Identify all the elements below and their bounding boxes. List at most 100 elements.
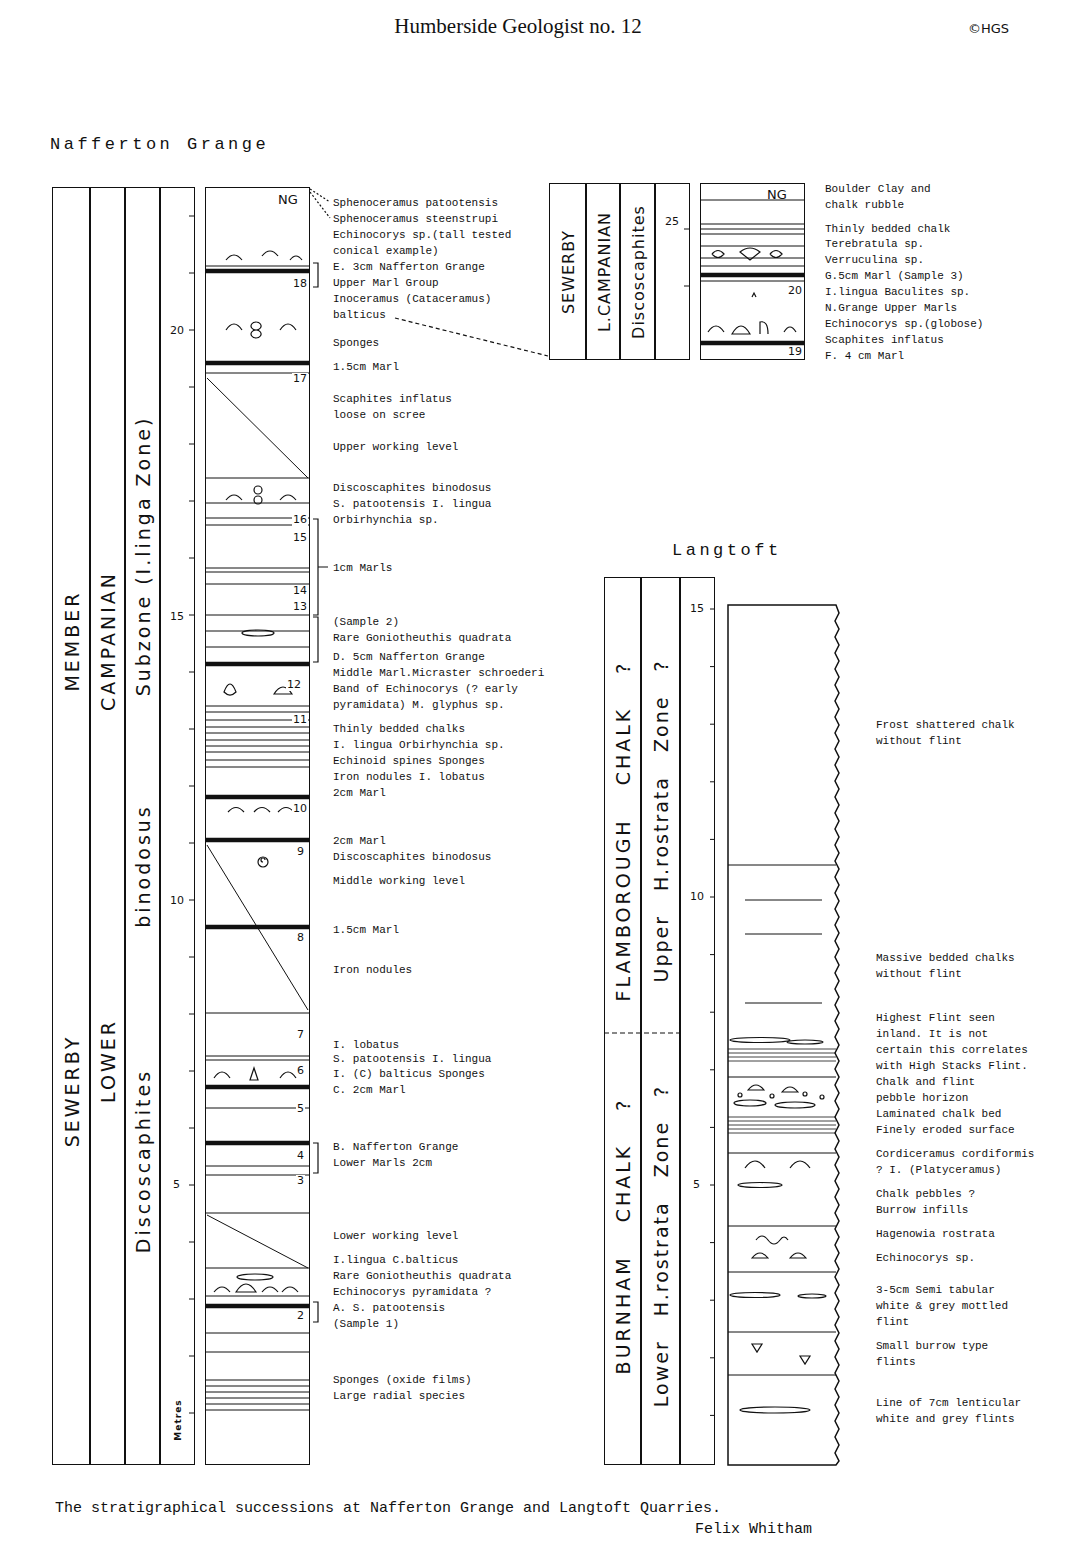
bed-line bbox=[205, 1410, 310, 1411]
bed-number: 13 bbox=[292, 601, 308, 613]
section-stroke bbox=[730, 1038, 790, 1043]
bed-line bbox=[205, 1056, 310, 1057]
bed-number: 5 bbox=[296, 1103, 305, 1115]
bed-line bbox=[205, 1404, 310, 1405]
strat-column: SEWERBY bbox=[549, 183, 586, 360]
bed-line bbox=[205, 266, 310, 267]
bed-number: 15 bbox=[689, 603, 705, 615]
annotation: Iron nodules I. lobatus bbox=[333, 769, 485, 785]
bed-line bbox=[728, 865, 836, 866]
annotation: Echinocorys pyramidata ? bbox=[333, 1284, 491, 1300]
annotation: Laminated chalk bed bbox=[876, 1106, 1001, 1122]
annotation: Thinly bedded chalk bbox=[825, 221, 950, 237]
annotation: I.lingua Baculites sp. bbox=[825, 284, 970, 300]
annotation: G.5cm Marl (Sample 3) bbox=[825, 268, 964, 284]
annotation: Echinoid spines Sponges bbox=[333, 753, 485, 769]
annotation: Small burrow type flints bbox=[876, 1338, 991, 1370]
bed-line bbox=[728, 1049, 836, 1050]
bed-number: 4 bbox=[296, 1150, 305, 1162]
bed-number: 12 bbox=[286, 679, 302, 691]
strat-column: LOWER CAMPANIAN bbox=[90, 187, 125, 1465]
bed-number: 18 bbox=[292, 278, 308, 290]
strat-column: NG18171615141312111098765432 bbox=[205, 187, 310, 1465]
unit-name: BURNHAM CHALK ? bbox=[612, 1098, 634, 1375]
bed-line bbox=[205, 752, 310, 753]
section-stroke bbox=[820, 1095, 824, 1099]
bed-line bbox=[205, 1085, 310, 1090]
annotation: B. Nafferton Grange Lower Marls 2cm bbox=[333, 1139, 461, 1171]
section-stroke bbox=[738, 1093, 742, 1097]
bed-line bbox=[207, 1215, 308, 1268]
section-stroke bbox=[752, 1236, 806, 1258]
bed-line bbox=[205, 706, 310, 707]
section-stroke bbox=[254, 496, 262, 504]
annotation: Highest Flint seen inland. It is not cer… bbox=[876, 1010, 1030, 1074]
annotation: S. patootensis I. lingua bbox=[333, 496, 491, 512]
bed-line bbox=[205, 1386, 310, 1387]
annotation: 3-5cm Semi tabular white & grey mottled … bbox=[876, 1282, 1024, 1330]
section-stroke bbox=[712, 248, 782, 260]
annotation: Inoceramus (Cataceramus) balticus bbox=[333, 291, 494, 323]
section-stroke bbox=[313, 263, 328, 1322]
bed-number: 20 bbox=[169, 325, 185, 337]
annotation: I. (C) balticus Sponges bbox=[333, 1066, 485, 1082]
bed-line bbox=[728, 1121, 836, 1122]
bed-line bbox=[205, 1141, 310, 1146]
bed-line bbox=[728, 1153, 836, 1154]
bed-line bbox=[700, 200, 805, 201]
annotation: Massive bedded chalks without flint bbox=[876, 950, 1017, 982]
annotation: Line of 7cm lenticular white and grey fl… bbox=[876, 1395, 1024, 1427]
bed-line bbox=[205, 1304, 310, 1309]
bed-line bbox=[728, 1226, 836, 1227]
bed-line bbox=[700, 246, 805, 247]
bed-number: 15 bbox=[169, 611, 185, 623]
bed-line bbox=[700, 266, 805, 267]
unit-name: SEWERBY bbox=[559, 230, 578, 314]
bed-line bbox=[205, 662, 310, 667]
bed-number: 14 bbox=[292, 585, 308, 597]
annotation: C. 2cm Marl bbox=[333, 1082, 406, 1098]
annotation: Echinocorys sp.(globose) bbox=[825, 316, 983, 332]
annotation: D. 5cm Nafferton Grange bbox=[333, 649, 485, 665]
bed-line bbox=[205, 838, 310, 843]
bed-number: 5 bbox=[172, 1179, 181, 1191]
bed-line bbox=[205, 503, 310, 504]
annotation: Chalk pebbles ? Burrow infills bbox=[876, 1186, 984, 1218]
bed-line bbox=[745, 1003, 822, 1004]
bed-line bbox=[205, 572, 310, 573]
bed-line bbox=[205, 1175, 310, 1176]
bed-line bbox=[728, 1332, 836, 1333]
strat-column: 25 bbox=[655, 183, 690, 360]
annotation: F. 4 cm Marl bbox=[825, 348, 904, 364]
bed-number: 8 bbox=[296, 932, 305, 944]
bed-line bbox=[205, 1380, 310, 1381]
annotation: Orbirhynchia sp. bbox=[333, 512, 439, 528]
annotation: Chalk and flint pebble horizon bbox=[876, 1074, 978, 1106]
bed-number: 3 bbox=[296, 1175, 305, 1187]
bed-line bbox=[205, 568, 310, 569]
unit-name: Metres bbox=[173, 1399, 183, 1440]
annotation: Sphenoceramus patootensis bbox=[333, 195, 498, 211]
annotation: Scaphites inflatus bbox=[825, 332, 944, 348]
section-stroke bbox=[730, 1293, 780, 1298]
annotation: (Sample 1) bbox=[333, 1316, 399, 1332]
bed-line bbox=[205, 1108, 310, 1109]
annotation: S. patootensis I. lingua bbox=[333, 1051, 491, 1067]
unit-name: CAMPANIAN bbox=[97, 571, 119, 711]
annotation: Boulder Clay and chalk rubble bbox=[825, 181, 933, 213]
annotation: Echinocorys sp. bbox=[876, 1250, 975, 1266]
bed-line bbox=[205, 740, 310, 741]
annotation: Verruculina sp. bbox=[825, 252, 924, 268]
section-stroke bbox=[224, 684, 294, 812]
bed-line bbox=[205, 1166, 310, 1167]
annotation: Frost shattered chalk without flint bbox=[876, 717, 1017, 749]
strat-column: L.CAMPANIAN bbox=[586, 183, 620, 360]
unit-name: Subzone (I.linga Zone) bbox=[132, 416, 154, 697]
section-stroke bbox=[770, 1094, 774, 1098]
unit-name: LOWER bbox=[97, 1019, 119, 1103]
bed-line bbox=[205, 361, 310, 366]
bed-line bbox=[700, 229, 805, 230]
bed-line bbox=[728, 1077, 836, 1078]
annotation: Langtoft bbox=[672, 541, 782, 561]
bed-line bbox=[205, 1296, 310, 1297]
